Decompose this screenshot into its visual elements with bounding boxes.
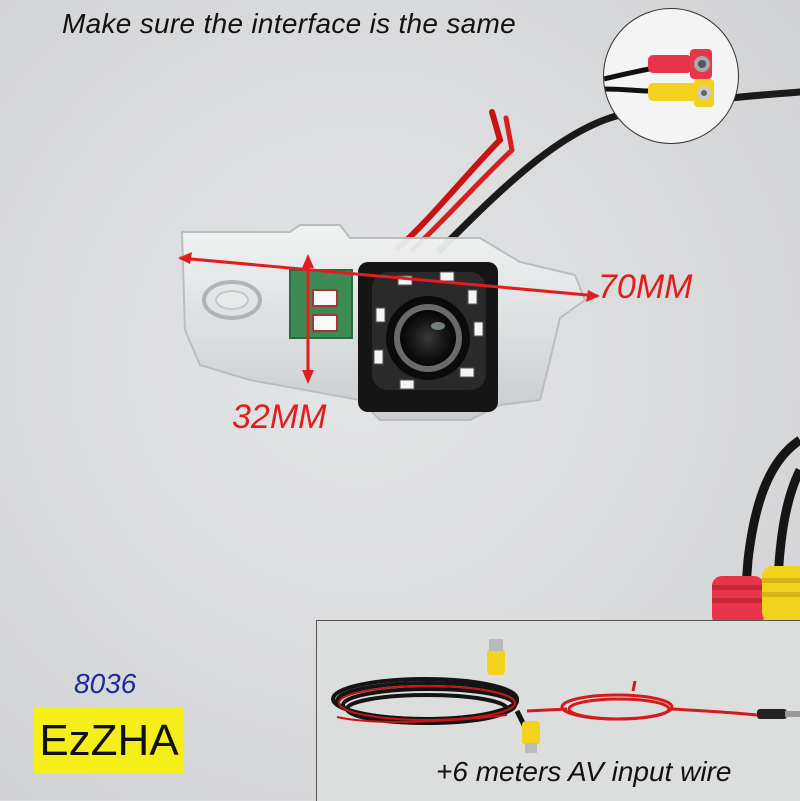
wire-caption: +6 meters AV input wire: [436, 756, 732, 787]
rca-connector-icon: [604, 49, 714, 107]
model-number: 8036: [74, 668, 137, 699]
wire-inset: [316, 620, 800, 801]
av-cable-photo: [331, 639, 800, 753]
camera-lens-icon: [386, 296, 470, 380]
brand-logo: EzZHA: [34, 708, 184, 774]
height-dimension-label: 32MM: [232, 398, 327, 436]
connector-inset: [603, 8, 739, 144]
dc-plug-icon: [757, 709, 800, 719]
width-dimension-label: 70MM: [598, 268, 693, 306]
headline: Make sure the interface is the same: [62, 8, 517, 39]
